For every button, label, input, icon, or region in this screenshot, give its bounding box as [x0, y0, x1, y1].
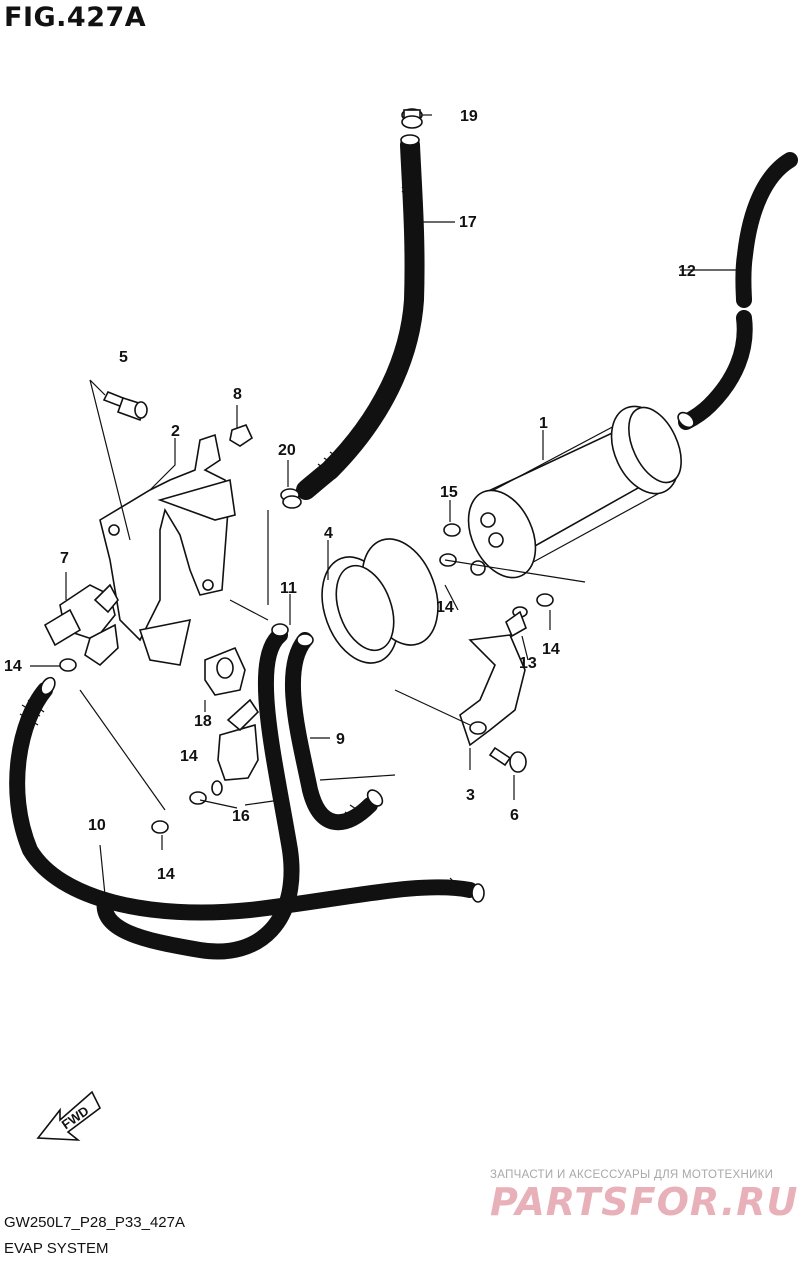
callout-12: 12	[678, 263, 696, 280]
fitting-13	[505, 606, 528, 638]
bracket-2	[99, 433, 236, 666]
callout-15: 15	[440, 484, 458, 501]
watermark-tagline: ЗАПЧАСТИ И АКСЕССУАРЫ ДЛЯ МОТОТЕХНИКИ	[490, 1169, 774, 1181]
fwd-arrow-icon: FWD	[36, 1090, 102, 1141]
callout-7: 7	[60, 550, 69, 567]
valve-7	[43, 583, 119, 667]
hose-12	[677, 152, 798, 430]
callout-2: 2	[171, 423, 180, 440]
ring-4	[321, 538, 439, 664]
hose-17	[296, 134, 425, 500]
figure-title: FIG.427A	[4, 2, 147, 33]
joint-16	[211, 698, 260, 796]
callout-14c: 14	[542, 641, 560, 658]
callout-8: 8	[233, 386, 242, 403]
callout-10: 10	[88, 817, 106, 834]
callout-16: 16	[232, 808, 250, 825]
canister-1	[467, 405, 682, 579]
callout-17: 17	[459, 214, 477, 231]
callout-20: 20	[278, 442, 296, 459]
callout-18: 18	[194, 713, 212, 730]
callout-14e: 14	[157, 866, 175, 883]
callout-3: 3	[466, 787, 475, 804]
callout-13: 13	[519, 655, 537, 672]
callout-14d: 14	[180, 748, 198, 765]
callout-5: 5	[119, 349, 128, 366]
callout-11: 11	[280, 580, 297, 597]
bolt-5	[102, 390, 148, 422]
connector-18	[204, 646, 246, 696]
bracket-3	[459, 634, 526, 747]
callout-6: 6	[510, 807, 519, 824]
footer-name: EVAP SYSTEM	[4, 1240, 109, 1257]
footer-code: GW250L7_P28_P33_427A	[4, 1214, 185, 1231]
nut-8	[229, 424, 254, 447]
hose-10	[9, 676, 485, 921]
callout-4: 4	[324, 525, 333, 542]
callout-1: 1	[539, 415, 548, 432]
clamp-19	[401, 108, 423, 129]
callout-19: 19	[460, 108, 478, 125]
watermark-logo: PARTSFOR.RU	[490, 1180, 799, 1224]
callout-9: 9	[336, 731, 345, 748]
callout-14a: 14	[4, 658, 22, 675]
clamp-20	[280, 488, 302, 509]
callout-14b: 14	[436, 599, 454, 616]
leader-lines	[30, 114, 742, 896]
hose-9	[96, 627, 384, 960]
fitting-11	[271, 623, 314, 647]
screw-6	[488, 746, 527, 773]
